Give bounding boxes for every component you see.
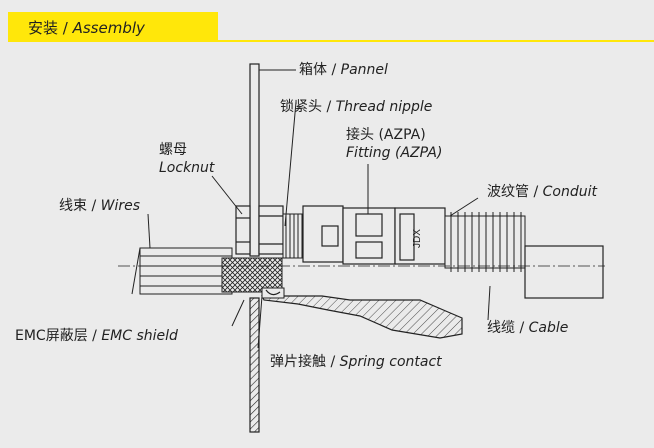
conduit <box>444 212 526 272</box>
label-thread-nipple-sep: / <box>322 99 336 115</box>
label-locknut-cn: 螺母 <box>159 142 187 158</box>
label-wires-cn: 线束 <box>59 198 87 214</box>
label-emc-shield-cn: EMC屏蔽层 <box>15 328 88 344</box>
title-cn: 安装 <box>28 19 59 37</box>
label-conduit-en: Conduit <box>542 184 597 200</box>
label-spring-contact-cn: 弹片接触 <box>270 354 326 370</box>
label-thread-nipple-cn: 锁紧头 <box>280 99 322 115</box>
label-cable: 线缆 / Cable <box>487 320 568 337</box>
label-cable-sep: / <box>515 320 529 336</box>
label-locknut-en: Locknut <box>159 160 214 177</box>
leader-lines <box>147 69 491 349</box>
label-panel: 箱体 / Pannel <box>299 62 388 79</box>
label-panel-sep: / <box>327 62 341 78</box>
title-separator: / <box>58 19 73 37</box>
label-panel-en: Pannel <box>340 62 388 78</box>
label-spring-contact-sep: / <box>326 354 340 370</box>
label-conduit-cn: 波纹管 <box>487 184 529 200</box>
label-thread-nipple-en: Thread nipple <box>335 99 433 115</box>
label-panel-cn: 箱体 <box>299 62 327 78</box>
label-wires-en: Wires <box>100 198 141 214</box>
label-conduit-sep: / <box>529 184 543 200</box>
label-fitting-en-text: Fitting (AZPA) <box>346 145 443 161</box>
fitting-marking: JDX <box>412 229 423 248</box>
fitting-body <box>302 205 446 265</box>
label-locknut-en-text: Locknut <box>159 160 215 176</box>
label-emc-shield: EMC屏蔽层 / EMC shield <box>15 328 178 345</box>
title-en: Assembly <box>72 19 145 37</box>
title-tab <box>8 12 218 40</box>
label-emc-shield-sep: / <box>87 328 102 344</box>
panel-wall <box>249 63 260 433</box>
title-underline <box>8 40 654 42</box>
label-wires: 线束 / Wires <box>59 198 140 215</box>
label-cable-en: Cable <box>528 320 569 336</box>
label-spring-contact-en: Spring contact <box>339 354 442 370</box>
spring-contact-element <box>261 287 285 299</box>
emc-shield-section <box>221 257 283 293</box>
thread-nipple <box>282 213 304 259</box>
label-fitting-en: Fitting (AZPA) <box>346 145 442 162</box>
label-thread-nipple: 锁紧头 / Thread nipple <box>280 99 432 116</box>
label-spring-contact: 弹片接触 / Spring contact <box>270 354 442 371</box>
fitting-cutaway <box>261 295 463 339</box>
label-cable-cn: 线缆 <box>487 320 515 336</box>
cable <box>524 245 604 299</box>
label-wires-sep: / <box>87 198 101 214</box>
locknut <box>235 205 284 255</box>
wires-bundle <box>131 247 233 295</box>
label-conduit: 波纹管 / Conduit <box>487 184 597 201</box>
page-title: 安装 / Assembly <box>28 17 145 38</box>
label-emc-shield-en: EMC shield <box>101 328 178 344</box>
label-fitting-cn: 接头 (AZPA) <box>346 127 426 143</box>
spring-contact-curve <box>265 289 281 296</box>
